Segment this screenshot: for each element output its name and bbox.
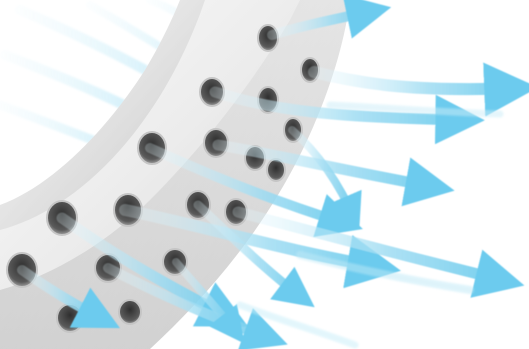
airflow-arrow — [314, 72, 522, 89]
perforation-hole — [119, 300, 141, 324]
